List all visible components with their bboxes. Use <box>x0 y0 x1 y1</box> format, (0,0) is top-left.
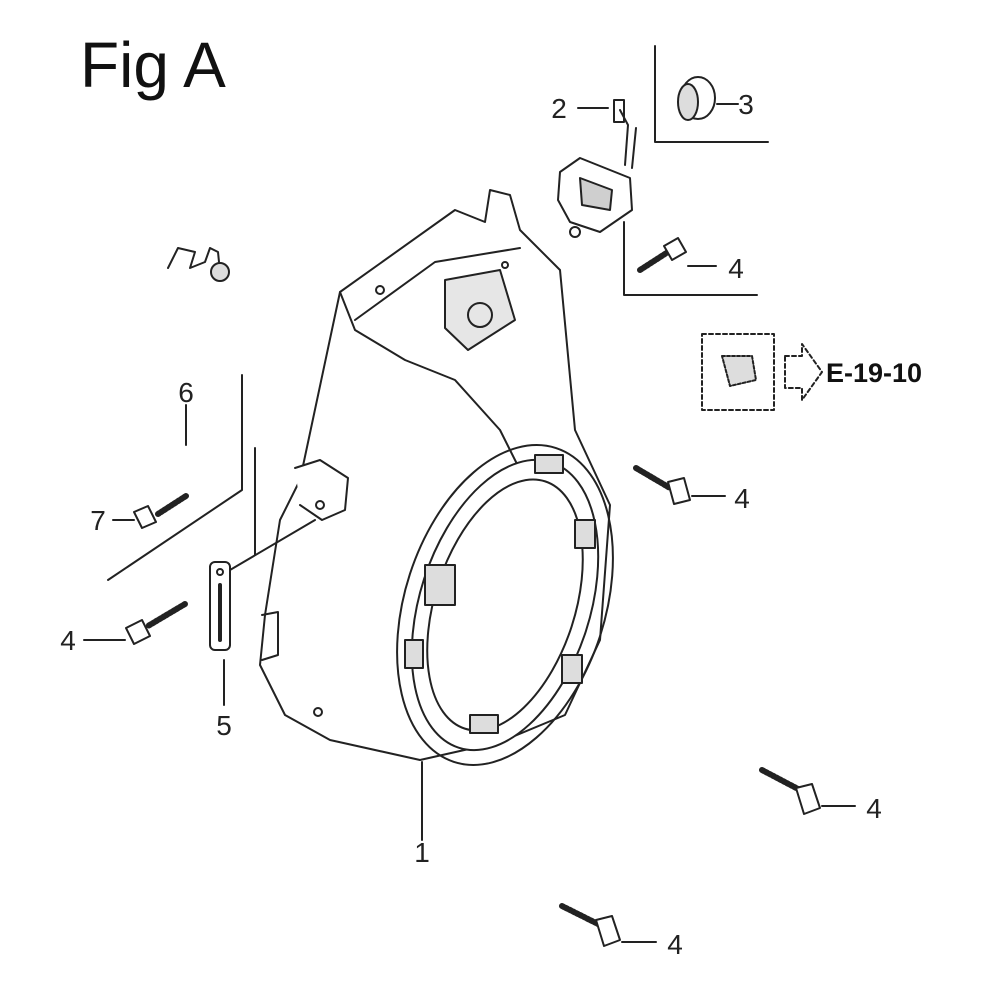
bracket-part-6-7 <box>107 374 243 581</box>
bolt-lower-right <box>759 767 821 815</box>
reference-box[interactable] <box>701 333 823 411</box>
callout-6: 6 <box>178 377 194 408</box>
reference-label[interactable]: E-19-10 <box>826 358 923 388</box>
cap <box>677 76 716 121</box>
bracket-upper-bolt <box>623 221 758 296</box>
callout-4-mid-right: 4 <box>734 483 750 514</box>
figure-title: Fig A <box>80 29 226 101</box>
callout-2: 2 <box>551 93 567 124</box>
callout-5: 5 <box>216 710 232 741</box>
callout-1: 1 <box>414 837 430 868</box>
small-bolt <box>133 493 189 529</box>
bolt-upper <box>637 237 687 273</box>
fan-shroud <box>259 189 614 766</box>
callouts: 1 2 3 4 4 4 4 4 5 6 7 <box>60 89 882 960</box>
switch-assembly <box>557 99 637 238</box>
callout-7: 7 <box>90 505 106 536</box>
clamp <box>167 247 230 282</box>
clip <box>209 561 231 651</box>
callout-4-upper: 4 <box>728 253 744 284</box>
bracket-part-3 <box>654 45 769 143</box>
bolt-mid-right <box>633 465 691 505</box>
callout-4-lower-right: 4 <box>866 793 882 824</box>
bolt-bottom <box>559 903 621 947</box>
bolt-left <box>125 601 188 645</box>
callout-4-left: 4 <box>60 625 76 656</box>
leader-clip <box>229 519 316 571</box>
callout-4-bottom: 4 <box>667 929 683 960</box>
callout-3: 3 <box>738 89 754 120</box>
